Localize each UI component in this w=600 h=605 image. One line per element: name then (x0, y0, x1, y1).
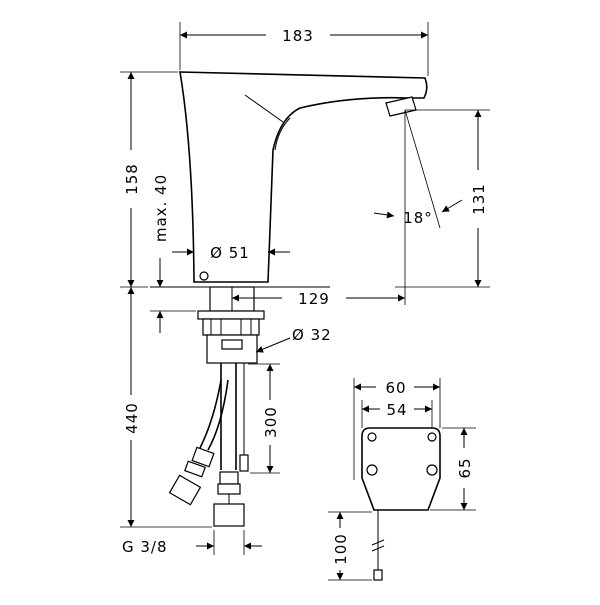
label-hose-length: 440 (123, 402, 141, 434)
hose-nut-2 (213, 503, 245, 527)
cable-connector (239, 454, 249, 472)
label-max-deck: max. 40 (152, 174, 170, 242)
dimension-labels: 183 158 max. 40 131 18° Ø 51 129 Ø 32 44… (122, 27, 488, 565)
mounting-assembly (150, 286, 330, 527)
label-angle: 18° (403, 209, 433, 227)
sensor-dot (199, 271, 209, 281)
label-cable-length: 300 (262, 406, 280, 438)
label-box-width-inner: 54 (386, 401, 407, 419)
label-box-cable: 100 (332, 533, 350, 565)
label-hole-diameter: Ø 32 (292, 326, 332, 344)
spout-outlet (385, 96, 417, 117)
label-total-height: 158 (123, 163, 141, 195)
label-body-diameter: Ø 51 (210, 244, 250, 262)
label-box-height: 65 (456, 457, 474, 478)
label-spout-length: 183 (282, 27, 314, 45)
dimension-lines (127, 31, 482, 580)
label-spout-height: 131 (470, 183, 488, 215)
hose-nut-1 (168, 474, 202, 506)
label-projection: 129 (298, 290, 330, 308)
faucet-body (179, 71, 428, 283)
label-box-width-outer: 60 (385, 379, 406, 397)
control-box (361, 427, 441, 581)
label-connection: G 3/8 (122, 538, 168, 556)
